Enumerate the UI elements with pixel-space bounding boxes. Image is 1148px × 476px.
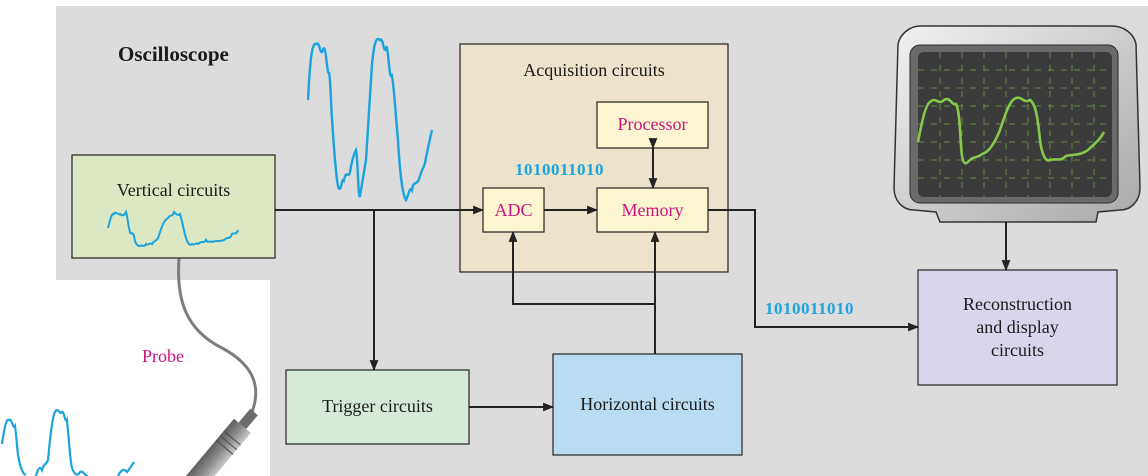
probe-signal-waveform xyxy=(0,408,135,476)
memory-label: Memory xyxy=(621,200,684,220)
reconstruction-label-line2: and display xyxy=(976,317,1059,337)
acquisition-circuits-box xyxy=(459,43,729,273)
probe-icon xyxy=(181,408,258,476)
probe-label: Probe xyxy=(142,346,184,366)
reconstruction-display-box xyxy=(917,269,1118,386)
adc-label: ADC xyxy=(494,200,533,220)
binary-data-bottom: 1010011010 xyxy=(765,299,855,318)
vertical-circuits-box xyxy=(71,154,276,259)
reconstruction-label-line3: circuits xyxy=(991,340,1044,360)
horizontal-circuits-label: Horizontal circuits xyxy=(580,394,715,414)
vertical-signal-waveform xyxy=(107,209,239,248)
trigger-circuits-label: Trigger circuits xyxy=(322,396,433,416)
signal-waveform xyxy=(306,37,434,203)
reconstruction-label-line1: Reconstruction xyxy=(963,294,1072,314)
binary-data-top: 1010011010 xyxy=(515,160,605,179)
oscilloscope-title: Oscilloscope xyxy=(118,42,229,66)
horizontal-circuits-box xyxy=(552,353,743,456)
probe-cable xyxy=(177,257,258,413)
acquisition-circuits-label: Acquisition circuits xyxy=(523,60,665,80)
vertical-circuits-label: Vertical circuits xyxy=(116,180,231,200)
crt-screen-icon xyxy=(893,25,1141,223)
processor-label: Processor xyxy=(617,114,688,134)
horizontal-to-adc-arrow xyxy=(508,230,655,305)
memory-to-reconstruction-arrow xyxy=(708,209,920,332)
